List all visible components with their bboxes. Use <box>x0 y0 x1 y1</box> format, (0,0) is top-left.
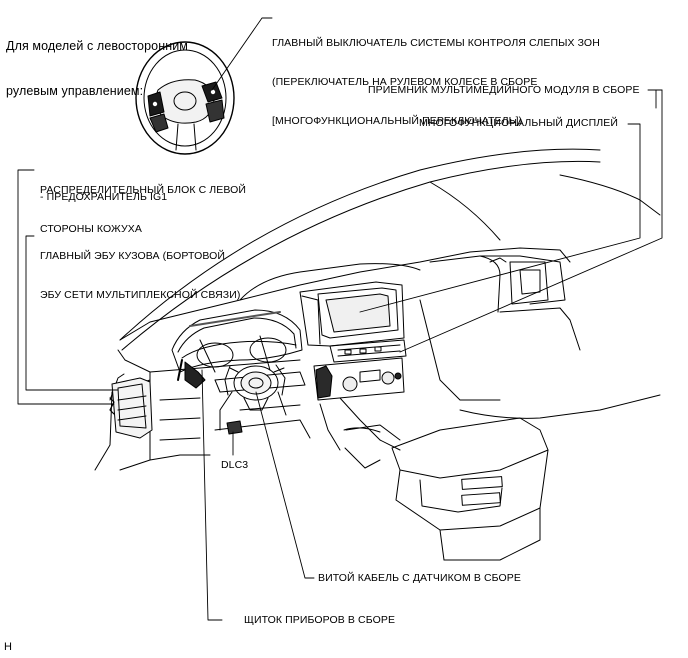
callout-fuse-ig1: - ПРЕДОХРАНИТЕЛЬ IG1 <box>40 191 168 203</box>
callout-combination-meter: ЩИТОК ПРИБОРОВ В СБОРЕ <box>244 614 396 626</box>
intro-line-2: рулевым управлением: <box>6 84 144 98</box>
left-door-area <box>94 373 243 471</box>
footer-mark: H <box>4 641 13 653</box>
callout-junction-block: РАСПРЕДЕЛИТЕЛЬНЫЙ БЛОК С ЛЕВОЙ СТОРОНЫ К… <box>40 158 246 262</box>
callout-body-ecu: ГЛАВНЫЙ ЭБУ КУЗОВА (БОРТОВОЙ ЭБУ СЕТИ МУ… <box>40 224 240 328</box>
windshield-outline <box>119 148 661 351</box>
intro-label: Для моделей с левосторонним рулевым упра… <box>6 9 188 129</box>
callout-spiral-cable: ВИТОЙ КАБЕЛЬ С ДАТЧИКОМ В СБОРЕ <box>318 572 521 584</box>
steering-column <box>219 364 287 431</box>
instrument-cluster <box>171 309 303 389</box>
center-stack <box>299 281 407 469</box>
center-console <box>343 417 549 561</box>
callout-multimedia-receiver: ПРИЕМНИК МУЛЬТИМЕДИЙНОГО МОДУЛЯ В СБОРЕ <box>368 84 640 96</box>
leader-lines <box>17 89 663 621</box>
junction-block-line-1: РАСПРЕДЕЛИТЕЛЬНЫЙ БЛОК С ЛЕВОЙ <box>40 184 247 196</box>
callout-dlc3: DLC3 <box>221 459 249 471</box>
blind-spot-switch-line-2: (ПЕРЕКЛЮЧАТЕЛЬ НА РУЛЕВОМ КОЛЕСЕ В СБОРЕ <box>272 76 538 88</box>
steering-wheel-inset <box>135 17 273 155</box>
body-ecu-line-1: ГЛАВНЫЙ ЭБУ КУЗОВА (БОРТОВОЙ <box>40 250 226 262</box>
blind-spot-switch-line-3: [МНОГОФУНКЦИОНАЛЬНЫЙ ПЕРЕКЛЮЧАТЕЛЬ]) <box>272 115 523 127</box>
intro-line-1: Для моделей с левосторонним <box>6 39 188 53</box>
blind-spot-switch-line-1: ГЛАВНЫЙ ВЫКЛЮЧАТЕЛЬ СИСТЕМЫ КОНТРОЛЯ СЛЕ… <box>272 37 600 49</box>
callout-multi-display: МНОГОФУНКЦИОНАЛЬНЫЙ ДИСПЛЕЙ <box>419 117 618 129</box>
body-ecu-line-2: ЭБУ СЕТИ МУЛЬТИПЛЕКСНОЙ СВЯЗИ) <box>40 289 241 301</box>
junction-block-line-2: СТОРОНЫ КОЖУХА <box>40 223 143 235</box>
callout-blind-spot-switch: ГЛАВНЫЙ ВЫКЛЮЧАТЕЛЬ СИСТЕМЫ КОНТРОЛЯ СЛЕ… <box>272 11 600 154</box>
